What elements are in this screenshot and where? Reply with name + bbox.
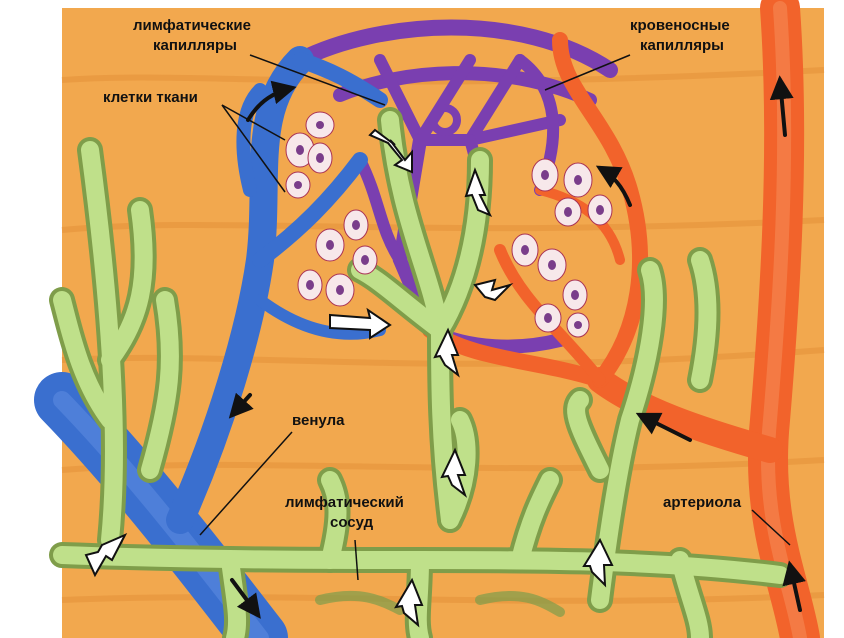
label-lymph-capillaries-2: капилляры [153, 37, 237, 54]
label-arteriole: артериола [663, 494, 742, 511]
label-venule: венула [292, 412, 345, 429]
label-blood-capillaries-1: кровеносные [630, 17, 730, 34]
label-lymph-vessel-2: сосуд [330, 514, 374, 531]
label-lymph-capillaries-1: лимфатические [133, 17, 251, 34]
label-blood-capillaries-2: капилляры [640, 37, 724, 54]
label-lymph-vessel-1: лимфатический [285, 494, 404, 511]
label-tissue-cells: клетки ткани [103, 89, 198, 106]
